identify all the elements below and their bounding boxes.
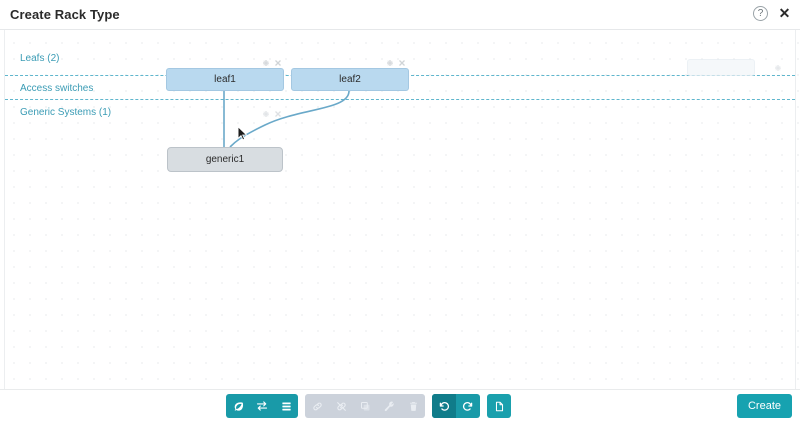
- create-button[interactable]: Create: [737, 394, 792, 418]
- toolbar-group-file: [487, 394, 511, 418]
- toolbar-group-history: [432, 394, 480, 418]
- rack-canvas[interactable]: Leafs (2) Access switches Generic System…: [0, 29, 800, 390]
- ghost-node-controls: [774, 64, 782, 72]
- leaf1-node-controls: [262, 59, 282, 67]
- gear-icon[interactable]: [262, 110, 270, 118]
- canvas-toolbar: [226, 394, 511, 418]
- gear-icon[interactable]: [262, 59, 270, 67]
- page-title: Create Rack Type: [10, 7, 120, 22]
- toolbar-group-edit: [305, 394, 425, 418]
- redo-button[interactable]: [456, 394, 480, 418]
- trash-icon: [401, 394, 425, 418]
- node-leaf2-label: leaf2: [339, 74, 361, 85]
- node-generic1[interactable]: generic1: [167, 147, 283, 172]
- node-leaf1-label: leaf1: [214, 74, 236, 85]
- node-leaf2[interactable]: leaf2: [291, 68, 409, 91]
- add-link-button[interactable]: [250, 394, 274, 418]
- mouse-cursor: [237, 126, 248, 141]
- help-icon[interactable]: ?: [753, 6, 768, 21]
- zone-label-generic-systems: Generic Systems (1): [20, 107, 112, 118]
- add-leaf-button[interactable]: [226, 394, 250, 418]
- toolbar-group-create: [226, 394, 298, 418]
- wrench-icon: [377, 394, 401, 418]
- gear-icon[interactable]: [774, 64, 782, 72]
- dialog-header: Create Rack Type ? ✕: [0, 0, 800, 29]
- bottom-bar: Create: [0, 390, 800, 425]
- leaf2-node-controls: [386, 59, 406, 67]
- generic1-node-controls: [262, 110, 282, 118]
- node-leaf1[interactable]: leaf1: [166, 68, 284, 91]
- close-icon[interactable]: [274, 110, 282, 118]
- zone-label-access-switches: Access switches: [20, 83, 94, 94]
- close-icon[interactable]: [274, 59, 282, 67]
- header-actions: ? ✕: [753, 6, 792, 21]
- canvas-right-edge: [795, 30, 796, 389]
- file-button[interactable]: [487, 394, 511, 418]
- add-generic-system-button[interactable]: [274, 394, 298, 418]
- undo-button[interactable]: [432, 394, 456, 418]
- close-icon[interactable]: [398, 59, 406, 67]
- canvas-left-edge: [4, 30, 5, 389]
- clone-button: [353, 394, 377, 418]
- node-generic1-label: generic1: [205, 154, 245, 165]
- close-icon[interactable]: ✕: [778, 5, 791, 21]
- link-button: [305, 394, 329, 418]
- ghost-node: [687, 59, 755, 76]
- zone-label-leafs: Leafs (2): [20, 53, 60, 64]
- zone-divider-bottom: [5, 99, 795, 100]
- unlink-button: [329, 394, 353, 418]
- gear-icon[interactable]: [386, 59, 394, 67]
